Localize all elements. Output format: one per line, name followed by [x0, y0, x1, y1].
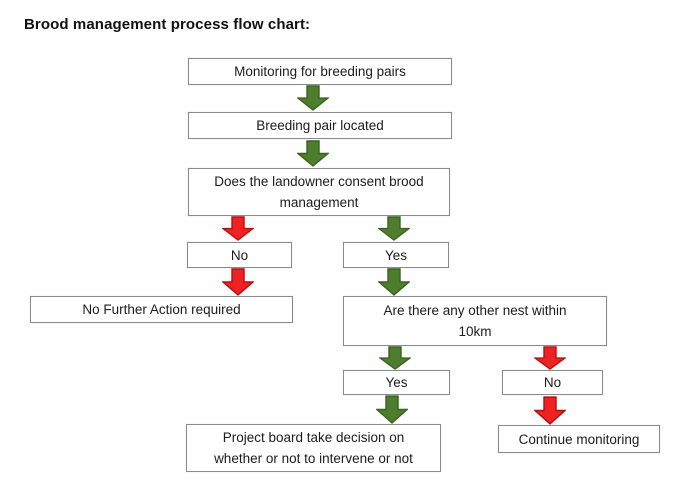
edge-consent-to-no — [222, 216, 254, 241]
edge-monitoring-to-pair-located — [297, 85, 329, 111]
flow-node-continue-monitoring: Continue monitoring — [498, 425, 660, 453]
arrow-down-icon — [534, 396, 566, 425]
page-title: Brood management process flow chart: — [24, 16, 311, 33]
arrow-down-icon — [222, 268, 254, 296]
flow-node-pair-located: Breeding pair located — [188, 112, 452, 139]
edge-consent-to-yes — [378, 216, 410, 241]
flow-node-consent-no: No — [187, 242, 292, 268]
arrow-down-icon — [378, 216, 410, 241]
edge-nests-to-yes — [379, 346, 411, 370]
flow-node-consent-yes: Yes — [343, 242, 449, 268]
edge-pair-located-to-consent — [297, 140, 329, 167]
flow-node-no-further-action: No Further Action required — [30, 296, 293, 323]
arrow-down-icon — [376, 395, 408, 424]
flow-node-project-board: Project board take decision on whether o… — [186, 424, 441, 472]
arrow-down-icon — [222, 216, 254, 241]
edge-no-to-no-further-action — [222, 268, 254, 296]
edge-yes-to-other-nests — [378, 268, 410, 296]
arrow-down-icon — [297, 85, 329, 111]
flow-node-nests-yes: Yes — [343, 370, 450, 395]
flow-node-landowner-consent: Does the landowner consent brood managem… — [188, 168, 450, 216]
arrow-down-icon — [378, 268, 410, 296]
arrow-down-icon — [534, 346, 566, 370]
edge-yes-to-project-board — [376, 395, 408, 424]
arrow-down-icon — [297, 140, 329, 167]
flow-node-other-nests: Are there any other nest within 10km — [343, 296, 607, 346]
edge-nests-to-no — [534, 346, 566, 370]
flow-node-monitoring: Monitoring for breeding pairs — [188, 58, 452, 85]
flow-node-nests-no: No — [502, 370, 603, 395]
edge-no-to-continue-monitoring — [534, 396, 566, 425]
arrow-down-icon — [379, 346, 411, 370]
